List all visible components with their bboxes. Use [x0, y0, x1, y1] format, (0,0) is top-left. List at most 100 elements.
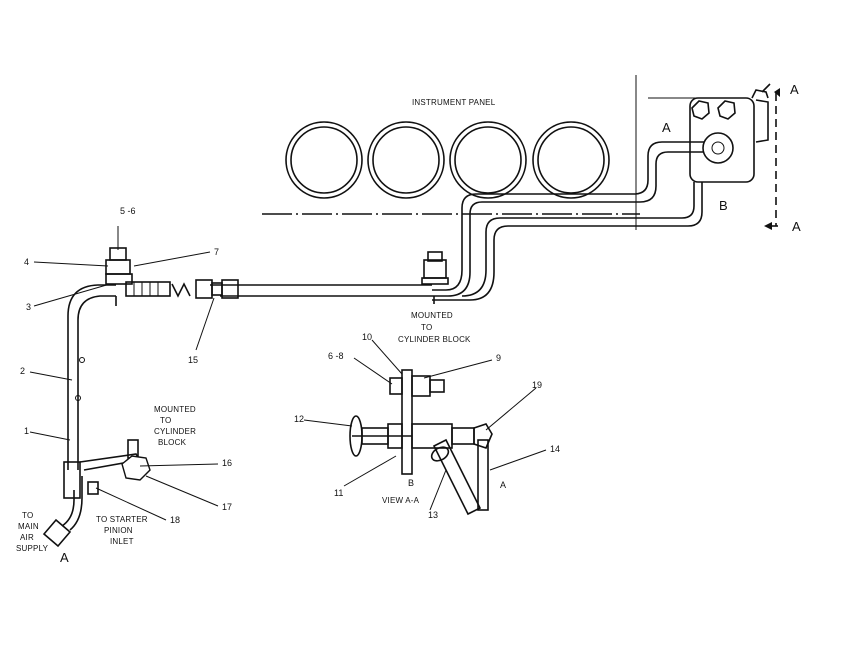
section-mark-a-left: A	[60, 550, 69, 565]
clamp-block	[105, 259, 131, 275]
panel-valve-block	[689, 83, 780, 230]
starter-2: PINION	[104, 526, 133, 535]
leader-12	[303, 419, 353, 427]
gauge-4	[532, 121, 610, 199]
tube-b-nut	[430, 446, 450, 462]
callout-1: 1	[24, 426, 29, 436]
supply-tube-inner	[77, 295, 116, 470]
leader-14	[489, 449, 547, 471]
vent-bracket	[755, 99, 769, 143]
mid-clamp-head	[423, 259, 447, 279]
callout-10: 10	[362, 332, 372, 342]
leader-13	[429, 469, 447, 511]
outlet-nut	[451, 427, 475, 445]
tube-a-drop	[477, 439, 489, 511]
flex-hose-coil	[171, 282, 191, 298]
leader-15	[195, 297, 215, 351]
callout-18: 18	[170, 515, 180, 525]
instrument-panel	[262, 75, 700, 230]
bracket-hex-bolt	[121, 455, 151, 481]
tube-clip-2	[75, 395, 81, 401]
leader-16	[139, 463, 219, 467]
mid-clamp-band	[421, 277, 449, 285]
inlet-fitting	[42, 518, 72, 548]
stem-packing	[387, 423, 403, 449]
supply-tube-outer	[67, 284, 116, 470]
gauge-1	[285, 121, 363, 199]
section-mark-a-top: A	[790, 82, 799, 97]
view-aa-valve	[349, 369, 493, 516]
leader-lines	[29, 226, 547, 521]
labels: INSTRUMENT PANEL A A A B A A B MOUNTED T…	[16, 82, 801, 565]
callout-14: 14	[550, 444, 560, 454]
tube-b-drop	[432, 438, 482, 516]
tube-mark-a: A	[662, 120, 671, 135]
mid-clamp	[421, 251, 449, 304]
valve-port	[702, 132, 734, 164]
leader-18	[95, 487, 167, 521]
panel-plate	[401, 369, 413, 475]
tube-b-outer	[432, 182, 703, 301]
main-air-2: MAIN	[18, 522, 39, 531]
view-label: VIEW A-A	[382, 496, 420, 505]
locknut-right	[411, 375, 431, 397]
callout-13: 13	[428, 510, 438, 520]
clamp-plate	[105, 273, 133, 285]
gauge-2	[367, 121, 445, 199]
union-nut-right	[221, 279, 239, 299]
tube-clip-1	[79, 357, 85, 363]
callout-4: 4	[24, 257, 29, 267]
main-air-4: SUPPLY	[16, 544, 49, 553]
union-nut-left	[195, 279, 213, 299]
callout-6-8: 6 -8	[328, 351, 344, 361]
fitting-body	[125, 281, 171, 297]
leader-1	[29, 431, 71, 441]
locknut-left	[389, 377, 403, 395]
mounted-lower-3: CYLINDER	[154, 427, 196, 436]
hex-nut-left	[691, 100, 710, 120]
leader-3	[33, 283, 111, 307]
gauge-3-inner	[454, 126, 522, 194]
callout-12: 12	[294, 414, 304, 424]
section-mark-a-bottom: A	[792, 219, 801, 234]
starter-3: INLET	[110, 537, 134, 546]
main-air-1: TO	[22, 511, 33, 520]
callout-15: 15	[188, 355, 198, 365]
tubing	[42, 141, 704, 548]
lower-bracket	[63, 439, 151, 499]
bracket-clamp	[63, 461, 81, 499]
leader-9	[423, 359, 493, 379]
vent-fitting	[751, 83, 771, 99]
connector	[429, 379, 445, 393]
hex-nut-right	[717, 100, 736, 120]
mid-clamp-nut	[427, 251, 443, 262]
gauge-1-inner	[290, 126, 358, 194]
mounted-lower-4: BLOCK	[158, 438, 187, 447]
tube-a-outer	[432, 141, 704, 291]
inlet-tube-b	[61, 490, 75, 527]
fitting-threads	[133, 282, 159, 296]
gauge-2-inner	[372, 126, 440, 194]
callout-5-6: 5 -6	[120, 206, 136, 216]
leader-2	[29, 371, 73, 381]
mounted-upper-1: MOUNTED	[411, 311, 453, 320]
valve-body	[411, 423, 453, 449]
callout-7: 7	[214, 247, 219, 257]
callout-2: 2	[20, 366, 25, 376]
inlet-tube-a	[69, 476, 83, 531]
view-mark-b: B	[408, 478, 414, 488]
gauge-4-inner	[537, 126, 605, 194]
gauge-3	[449, 121, 527, 199]
leader-7	[133, 251, 211, 267]
mounted-lower-2: TO	[160, 416, 171, 425]
mounted-upper-2: TO	[421, 323, 432, 332]
valve-port-inner	[711, 141, 725, 155]
leader-11	[343, 455, 397, 487]
bracket-small-bolt	[87, 481, 99, 495]
instrument-panel-label: INSTRUMENT PANEL	[412, 98, 496, 107]
callout-9: 9	[496, 353, 501, 363]
leader-6-8	[353, 357, 393, 385]
main-air-3: AIR	[20, 533, 34, 542]
section-arrow-top	[774, 88, 780, 97]
